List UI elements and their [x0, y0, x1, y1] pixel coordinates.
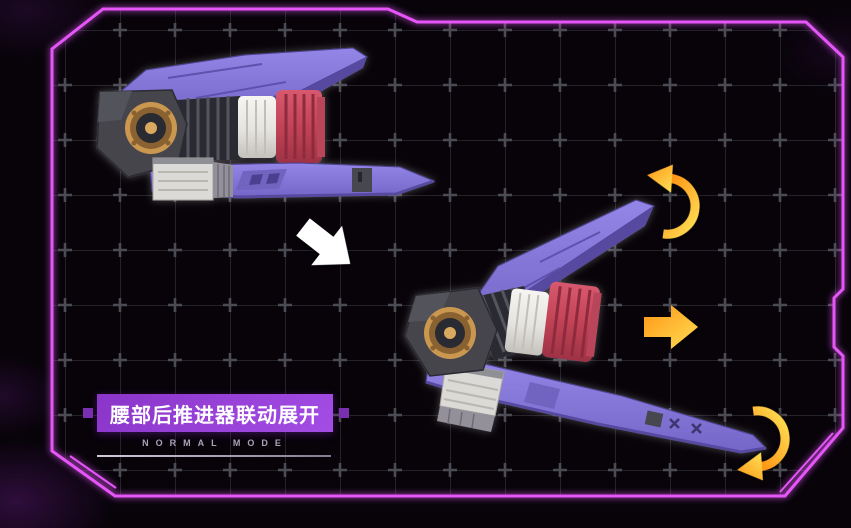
extend-arrow-icon	[644, 305, 698, 349]
transform-arrow-icon	[296, 218, 351, 266]
thruster-collapsed-illustration	[96, 47, 436, 201]
label-accent-square-right	[339, 408, 349, 418]
caption-mode: NORMAL MODE	[142, 438, 288, 448]
rotate-down-arrow-icon	[737, 406, 790, 481]
caption-underline	[97, 455, 331, 457]
rotate-up-arrow-icon	[647, 164, 700, 239]
caption-title: 腰部后推进器联动展开	[97, 394, 333, 432]
frame-border	[50, 7, 845, 498]
thruster-deployed-illustration	[404, 199, 768, 454]
label-accent-square-left	[83, 408, 93, 418]
